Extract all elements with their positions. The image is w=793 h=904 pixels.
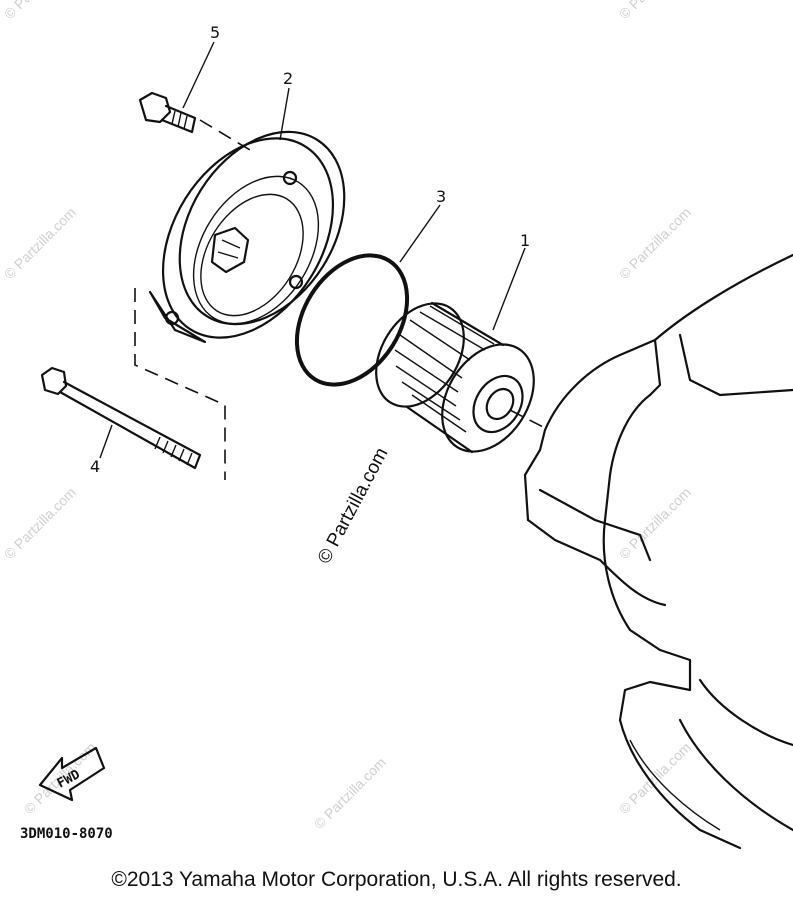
watermark: © Partzilla.com [616,484,694,562]
watermark: © Partzilla.com [311,754,389,832]
alignment-lines [134,119,546,480]
oil-filter-element [375,301,535,454]
watermark: © Partzilla.com [1,204,79,282]
callout-leaders [99,41,526,459]
bolt-5 [138,91,197,134]
oil-filter-cover [148,130,346,344]
watermark: © Partzilla.com [616,0,694,22]
watermark: © Partzilla.com [616,739,694,817]
watermark: © Partzilla.com [1,0,79,22]
callout-2: 2 [283,69,293,88]
o-ring [294,253,410,387]
callout-3: 3 [436,187,446,206]
center-watermark: © Partzilla.com [314,444,393,567]
engine-case [523,253,793,850]
callout-4: 4 [90,457,100,476]
bolt-4 [40,366,202,470]
copyright-notice: ©2013 Yamaha Motor Corporation, U.S.A. A… [111,868,682,891]
watermark: © Partzilla.com [1,484,79,562]
callout-5: 5 [210,23,220,42]
watermark: © Partzilla.com [616,204,694,282]
callout-1: 1 [520,231,530,250]
diagram-code: 3DM010-8070 [20,826,113,842]
